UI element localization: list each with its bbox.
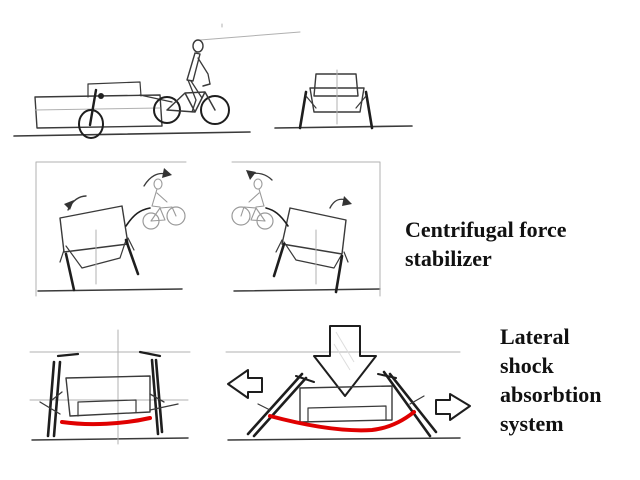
ground-line-top bbox=[13, 131, 251, 137]
lateral-arrow-right bbox=[435, 393, 471, 421]
bicycle-rear-wheel bbox=[153, 96, 181, 124]
centrifugal-label-line1: Centrifugal force bbox=[405, 217, 567, 242]
downward-load-arrow bbox=[313, 325, 377, 397]
lateral-label-line1: Lateral bbox=[500, 324, 570, 349]
trailer-rear-view bbox=[274, 69, 413, 130]
ground-line-middle-left bbox=[37, 288, 183, 292]
suspension-highlight-static bbox=[60, 416, 152, 427]
bicycle-trailer-side-view bbox=[13, 23, 301, 139]
shock-absorber-loaded bbox=[225, 325, 471, 441]
suspension-struts-static bbox=[46, 358, 164, 438]
tilted-trailer-right bbox=[281, 207, 347, 255]
lateral-shock-absorption-label: Lateral shock absorbtion system bbox=[500, 322, 601, 438]
centrifugal-label-line2: stabilizer bbox=[405, 246, 492, 271]
trailer-box-loaded bbox=[299, 385, 393, 423]
lateral-label-line4: system bbox=[500, 411, 564, 436]
centrifugal-stabilizer-right bbox=[231, 161, 381, 297]
shock-absorber-static bbox=[29, 329, 191, 445]
lateral-label-line3: absorbtion bbox=[500, 382, 602, 407]
rider-head bbox=[192, 39, 204, 53]
trailer-box-side bbox=[34, 94, 163, 129]
ground-line-bottom-left bbox=[31, 437, 189, 441]
trailer-wheel bbox=[78, 109, 104, 139]
suspension-highlight-loaded bbox=[268, 410, 416, 433]
tilted-trailer-left bbox=[59, 205, 129, 253]
rear-view-wheels bbox=[298, 90, 374, 130]
centrifugal-force-stabilizer-label: Centrifugal force stabilizer bbox=[405, 215, 567, 273]
suspension-struts-loaded bbox=[246, 370, 438, 438]
bicycle-front-wheel bbox=[200, 95, 230, 125]
ground-line-middle-right bbox=[233, 288, 381, 292]
trailer-box-static bbox=[65, 375, 151, 417]
lateral-label-line2: shock bbox=[500, 353, 554, 378]
ground-line-bottom-right bbox=[227, 437, 461, 441]
lateral-arrow-left bbox=[227, 369, 263, 399]
centrifugal-stabilizer-left bbox=[35, 161, 187, 297]
ground-line-top-right bbox=[274, 125, 413, 129]
